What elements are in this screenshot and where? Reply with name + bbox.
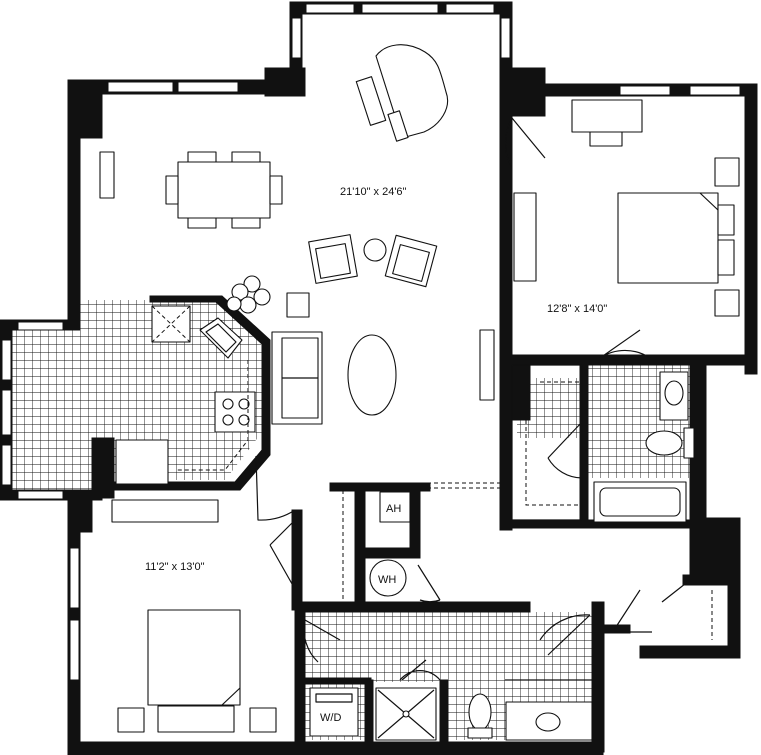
door-swing: [613, 589, 652, 633]
right-bedroom: [505, 99, 740, 317]
water-heater-label: WH: [378, 574, 396, 586]
window: [69, 619, 80, 681]
bath-sink: [664, 380, 684, 406]
window: [445, 3, 495, 14]
door-swing: [269, 514, 301, 599]
left-bedroom-dimensions: 11'2" x 13'0": [145, 561, 205, 573]
armchair: [308, 234, 358, 284]
window: [17, 321, 64, 331]
sideboard: [99, 151, 115, 199]
window: [619, 85, 671, 96]
desk-chair: [589, 131, 623, 147]
dresser: [111, 499, 219, 523]
sofa: [271, 331, 323, 425]
window: [361, 3, 439, 14]
window: [177, 81, 239, 93]
hall-utility: [303, 490, 713, 741]
bed: [617, 192, 735, 284]
coffee-table: [347, 334, 397, 416]
range: [214, 391, 256, 433]
left-bedroom: [111, 455, 301, 733]
door-swing: [539, 614, 591, 656]
armchair: [384, 234, 438, 288]
door-swing: [303, 619, 341, 663]
window: [689, 85, 741, 96]
vanity: [505, 701, 593, 741]
desk: [571, 99, 643, 133]
right-bedroom-dimensions: 12'8" x 14'0": [547, 303, 607, 315]
living-furniture: [99, 44, 500, 489]
kitchen: [115, 305, 256, 485]
walk-in-closet: [511, 364, 583, 521]
dining-table: [165, 151, 283, 229]
dresser: [513, 192, 537, 282]
kitchen-island: [115, 439, 169, 485]
nightstand: [714, 157, 740, 187]
window: [69, 547, 80, 609]
door-swing: [505, 117, 546, 169]
bed: [147, 609, 241, 706]
window: [291, 17, 302, 59]
window: [107, 81, 174, 93]
toilet: [645, 427, 695, 459]
toilet: [467, 693, 493, 739]
nightstand: [117, 707, 145, 733]
door-swing: [255, 455, 296, 521]
grand-piano: [355, 44, 448, 142]
air-handler: [379, 491, 411, 523]
door-swing: [399, 659, 441, 681]
window: [17, 490, 64, 500]
right-bath: [511, 329, 695, 523]
window: [305, 3, 355, 14]
windows: [1, 3, 741, 681]
living-room-dimensions: 21'10" x 24'6": [340, 186, 407, 198]
washer-dryer-label: W/D: [320, 712, 341, 724]
air-handler-label: AH: [386, 503, 401, 515]
window: [1, 389, 12, 436]
window: [500, 17, 511, 59]
kitchen-tile-floor: [12, 300, 262, 496]
washer-dryer: [309, 687, 359, 737]
window: [1, 444, 12, 486]
bathtub: [593, 481, 687, 523]
window: [1, 339, 12, 381]
plant: [226, 275, 271, 314]
kitchen-sink: [199, 317, 243, 359]
end-table: [286, 292, 310, 318]
side-table: [363, 238, 387, 262]
shower: [375, 687, 437, 741]
nightstand: [714, 289, 740, 317]
water-heater: [369, 559, 407, 597]
bench: [157, 705, 235, 733]
door-swing: [661, 579, 691, 603]
media-console: [479, 329, 495, 401]
nightstand: [249, 707, 277, 733]
